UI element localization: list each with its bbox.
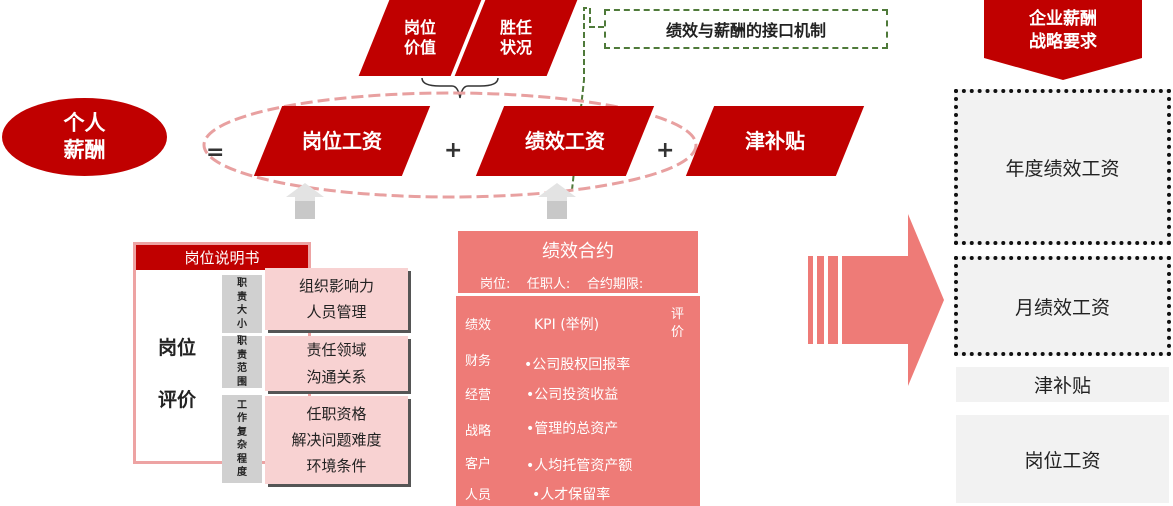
eval-char2: 价 (671, 325, 685, 340)
job-description-title: 岗位说明书 (184, 249, 260, 267)
personal-line2: 薪酬 (63, 138, 106, 162)
performance-salary-text: 绩效工资 (525, 128, 605, 153)
up-arrow-job (286, 183, 324, 219)
tab3-c6: 度 (237, 467, 247, 478)
strategy-line2: 战略要求 (1029, 31, 1097, 52)
contract-title: 绩效合约 (542, 241, 614, 262)
item-problem-solving: 解决问题难度 (291, 430, 382, 449)
duty-size-box: 组织影响力 人员管理 (265, 268, 408, 330)
job-value-line2: 价值 (403, 38, 436, 57)
strategy-banner-shape (984, 0, 1142, 80)
competency-banner: 胜任状况 (454, 0, 578, 76)
tab2-c4: 围 (237, 376, 247, 388)
job-salary-text: 岗位工资 (302, 128, 382, 153)
eval-line2: 评价 (158, 389, 197, 411)
performance-salary-banner: 绩效工资 (475, 106, 655, 176)
strategy-banner: 企业薪酬战略要求 (984, 0, 1142, 80)
contract-period: 合约期限: (586, 277, 644, 292)
tab2-c1: 职 (237, 336, 247, 347)
tab3-c5: 程 (237, 453, 247, 465)
job-salary-banner: 岗位工资 (253, 106, 431, 176)
dim-finance: 财务 (465, 354, 492, 369)
tab2-c3: 范 (237, 363, 247, 374)
kpi-finance: •公司股权回报率 (524, 357, 631, 373)
brace-connector (421, 77, 499, 99)
allowance-box-text: 津补贴 (1033, 375, 1091, 397)
col-evaluation: 评 价 (671, 306, 684, 342)
kpi-customer: •人均托管资产额 (526, 458, 633, 474)
kpi-people: •人才保留率 (532, 487, 611, 503)
job-salary-box: 岗位工资 (956, 415, 1169, 503)
job-description-header: 岗位说明书 (136, 245, 308, 270)
item-environment: 环境条件 (306, 457, 367, 476)
dim-people: 人员 (465, 488, 492, 503)
item-communication: 沟通关系 (306, 367, 367, 386)
tab1-c2: 责 (237, 291, 247, 303)
interface-note-text: 绩效与薪酬的接口机制 (665, 21, 826, 40)
col-kpi: KPI (举例) (534, 317, 600, 333)
competency-line2: 状况 (499, 38, 532, 57)
interface-note-connector (571, 7, 604, 191)
strategy-title: 企业薪酬战略要求 (984, 8, 1142, 54)
col-performance: 绩效 (465, 318, 492, 333)
allowance-box: 津补贴 (956, 367, 1169, 402)
plus-sign-2: + (656, 138, 675, 163)
item-qualification: 任职资格 (306, 404, 367, 423)
up-arrow-performance (538, 183, 576, 219)
eval-char1: 评 (671, 307, 685, 322)
contract-holder: 任职人: (526, 277, 571, 292)
kpi-operation: •公司投资收益 (526, 387, 619, 403)
item-org-influence: 组织影响力 (298, 276, 374, 295)
tab-work-complexity: 工作复杂程度 (222, 395, 262, 483)
job-evaluation-label: 岗位 评价 (158, 322, 196, 426)
contract-subtitle: 岗位: 任职人: 合约期限: (480, 273, 643, 292)
contract-body (456, 296, 700, 506)
personal-salary-oval: 个人薪酬 (2, 98, 167, 176)
dim-strategy: 战略 (465, 424, 492, 439)
tab3-c2: 作 (237, 413, 247, 424)
tab1-c1: 职 (237, 278, 247, 289)
interface-note-box: 绩效与薪酬的接口机制 (604, 9, 888, 49)
allowance-text: 津补贴 (745, 128, 805, 153)
tab3-c4: 杂 (237, 440, 247, 451)
tab-duty-scope: 职责范围 (222, 336, 262, 388)
job-value-banner: 岗位价值 (358, 0, 482, 76)
work-complexity-box: 任职资格 解决问题难度 环境条件 (265, 396, 408, 484)
personal-line1: 个人 (63, 110, 106, 135)
dim-customer: 客户 (465, 457, 492, 472)
duty-scope-box: 责任领域 沟通关系 (265, 336, 408, 391)
job-value-line1: 岗位 (403, 18, 436, 37)
contract-position: 岗位: (480, 277, 511, 292)
item-responsibility: 责任领域 (306, 341, 367, 360)
annual-performance-text: 年度绩效工资 (1005, 157, 1120, 180)
job-salary-box-text: 岗位工资 (1024, 449, 1101, 472)
tab1-c3: 大 (237, 305, 247, 316)
tab3-c1: 工 (237, 399, 247, 411)
allowance-banner: 津补贴 (685, 106, 865, 176)
contract-header: 绩效合约 岗位: 任职人: 合约期限: (458, 231, 698, 293)
big-right-arrow (808, 214, 944, 386)
tab2-c2: 责 (237, 349, 247, 361)
tab3-c3: 复 (237, 426, 247, 438)
kpi-strategy: •管理的总资产 (526, 421, 619, 437)
item-people-mgmt: 人员管理 (306, 303, 367, 321)
tab-duty-size: 职责大小 (222, 275, 262, 333)
eval-line1: 岗位 (158, 337, 197, 359)
strategy-line1: 企业薪酬 (1029, 9, 1097, 29)
tab1-c4: 小 (237, 318, 247, 330)
competency-line1: 胜任 (499, 18, 532, 37)
annual-performance-box: 年度绩效工资 (954, 89, 1171, 245)
monthly-performance-box: 月绩效工资 (954, 256, 1171, 356)
dashed-ellipse (202, 91, 698, 199)
monthly-performance-text: 月绩效工资 (1014, 296, 1110, 319)
plus-sign-1: + (444, 138, 463, 163)
dim-operation: 经营 (465, 388, 492, 403)
